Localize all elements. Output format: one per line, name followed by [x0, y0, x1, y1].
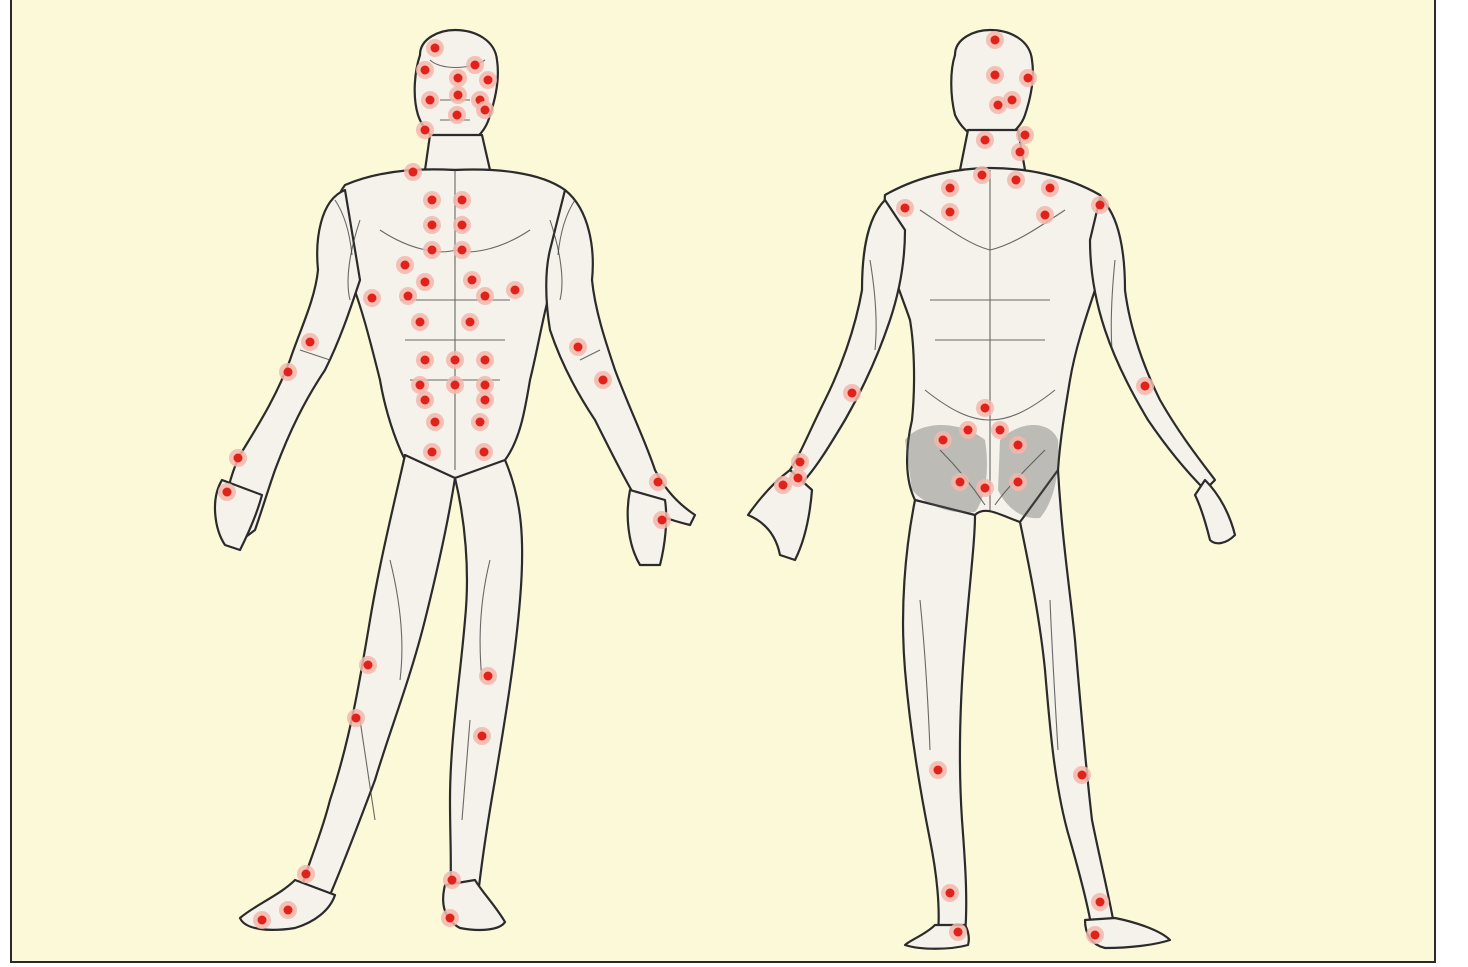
tender-point-dot: [446, 351, 464, 369]
tender-point-dot: [475, 443, 493, 461]
tender-point-dot: [229, 449, 247, 467]
tender-point-dot: [416, 273, 434, 291]
tender-point-dot: [416, 351, 434, 369]
tender-point-dot: [941, 179, 959, 197]
tender-point-dot: [426, 413, 444, 431]
tender-point-dot: [253, 911, 271, 929]
tender-point-dot: [649, 473, 667, 491]
tender-point-dot: [1009, 473, 1027, 491]
tender-point-dot: [479, 71, 497, 89]
tender-point-dot: [1019, 69, 1037, 87]
tender-point-dot: [1007, 171, 1025, 189]
tender-point-dot: [653, 511, 671, 529]
tender-point-dot: [1091, 196, 1109, 214]
tender-point-dot: [411, 313, 429, 331]
tender-point-dot: [991, 421, 1009, 439]
tender-point-dot: [929, 761, 947, 779]
tender-point-dot: [421, 91, 439, 109]
tender-point-dot: [441, 909, 459, 927]
tender-point-dot: [453, 241, 471, 259]
tender-point-dot: [416, 121, 434, 139]
tender-point-dot: [479, 667, 497, 685]
front-figure: [215, 30, 695, 930]
tender-point-dot: [973, 166, 991, 184]
tender-point-dot: [1136, 377, 1154, 395]
tender-point-dot: [297, 865, 315, 883]
tender-point-dot: [791, 453, 809, 471]
tender-point-dot: [941, 203, 959, 221]
tender-point-dot: [1041, 179, 1059, 197]
tender-point-dot: [399, 287, 417, 305]
tender-point-dot: [426, 39, 444, 57]
tender-point-dot: [446, 376, 464, 394]
tender-point-dot: [423, 443, 441, 461]
tender-point-dot: [449, 69, 467, 87]
tender-point-dot: [279, 901, 297, 919]
tender-point-dot: [789, 469, 807, 487]
tender-point-dot: [473, 727, 491, 745]
tender-point-dot: [986, 66, 1004, 84]
tender-point-dot: [416, 61, 434, 79]
tender-point-dot: [941, 884, 959, 902]
tender-point-dot: [301, 333, 319, 351]
tender-point-dot: [976, 399, 994, 417]
tender-point-dot: [443, 871, 461, 889]
tender-point-dot: [218, 483, 236, 501]
tender-point-dot: [959, 421, 977, 439]
tender-point-dot: [359, 656, 377, 674]
tender-point-dot: [569, 338, 587, 356]
tender-point-dot: [476, 351, 494, 369]
tender-point-dot: [1073, 766, 1091, 784]
tender-point-dot: [1036, 206, 1054, 224]
tender-point-dot: [1016, 126, 1034, 144]
tender-point-dot: [1011, 143, 1029, 161]
tender-point-dot: [416, 391, 434, 409]
tender-point-dot: [976, 479, 994, 497]
tender-point-dot: [476, 101, 494, 119]
tender-point-dot: [934, 431, 952, 449]
tender-point-dot: [363, 289, 381, 307]
tender-point-dot: [453, 191, 471, 209]
tender-point-dot: [396, 256, 414, 274]
tender-point-dot: [423, 241, 441, 259]
tender-point-dot: [843, 384, 861, 402]
tender-point-dot: [463, 271, 481, 289]
tender-point-dot: [423, 216, 441, 234]
tender-point-dot: [976, 131, 994, 149]
tender-point-dot: [466, 56, 484, 74]
tender-point-dot: [453, 216, 471, 234]
tender-point-dot: [347, 709, 365, 727]
tender-point-dot: [1009, 436, 1027, 454]
tender-point-dot: [404, 163, 422, 181]
tender-point-dot: [949, 923, 967, 941]
tender-point-dot: [476, 287, 494, 305]
tender-point-dot: [1086, 926, 1104, 944]
tender-point-dot: [594, 371, 612, 389]
tender-point-dot: [423, 191, 441, 209]
tender-point-dot: [461, 313, 479, 331]
tender-point-dot: [279, 363, 297, 381]
tender-point-dot: [1003, 91, 1021, 109]
tender-point-dot: [449, 86, 467, 104]
tender-point-dot: [476, 391, 494, 409]
tender-point-dot: [986, 31, 1004, 49]
tender-point-dot: [448, 106, 466, 124]
tender-point-dot: [896, 199, 914, 217]
tender-point-dot: [471, 413, 489, 431]
tender-point-dot: [506, 281, 524, 299]
tender-point-dot: [1091, 893, 1109, 911]
tender-point-dot: [951, 473, 969, 491]
